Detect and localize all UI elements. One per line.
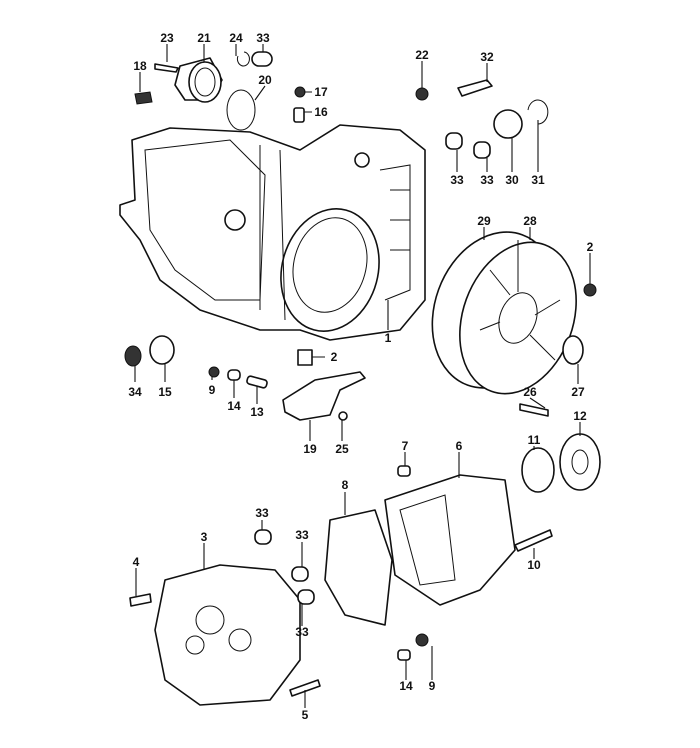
callout: 33 — [450, 173, 464, 187]
callout: 30 — [505, 173, 519, 187]
callout: 1 — [385, 331, 392, 345]
callout: 14 — [227, 399, 241, 413]
callout: 25 — [335, 442, 349, 456]
callout: 20 — [258, 73, 272, 87]
callout: 15 — [158, 385, 172, 399]
callout: 21 — [197, 31, 211, 45]
callout: 13 — [250, 405, 264, 419]
callout: 17 — [314, 85, 328, 99]
callout: 12 — [573, 409, 587, 423]
callout: 28 — [523, 214, 537, 228]
callout: 9 — [429, 679, 436, 693]
callout: 6 — [456, 439, 463, 453]
callout: 10 — [527, 558, 541, 572]
lower-left-small-parts — [124, 335, 366, 421]
callout: 2 — [331, 350, 338, 364]
callout: 31 — [531, 173, 545, 187]
callout: 3 — [201, 530, 208, 544]
callout: 16 — [314, 105, 328, 119]
callout: 11 — [528, 433, 541, 447]
callout: 14 — [399, 679, 413, 693]
callout: 23 — [160, 31, 174, 45]
gear-cover-assembly — [324, 433, 601, 661]
callout: 32 — [480, 50, 494, 64]
callout: 19 — [303, 442, 317, 456]
callout: 33 — [295, 625, 309, 639]
callout: 24 — [229, 31, 243, 45]
callout: 26 — [523, 385, 537, 399]
callout: 22 — [415, 48, 429, 62]
top-small-parts — [134, 51, 549, 159]
callout: 33 — [295, 528, 309, 542]
callout: 33 — [256, 31, 270, 45]
callout: 5 — [302, 708, 309, 722]
callout: 9 — [209, 383, 216, 397]
callout: 29 — [477, 214, 491, 228]
callout-labels: 23 21 24 33 18 20 17 16 22 32 33 33 30 3… — [128, 31, 593, 722]
leader-lines — [134, 44, 591, 708]
callout: 33 — [480, 173, 494, 187]
callout: 4 — [133, 555, 140, 569]
intermediate-housing — [129, 529, 321, 706]
callout: 8 — [342, 478, 349, 492]
callout: 34 — [128, 385, 142, 399]
callout: 33 — [255, 506, 269, 520]
main-housing — [119, 124, 426, 341]
callout: 7 — [402, 439, 409, 453]
callout: 27 — [571, 385, 585, 399]
callout: 18 — [133, 59, 147, 73]
rear-flange-cover — [431, 231, 597, 417]
callout: 2 — [587, 240, 594, 254]
